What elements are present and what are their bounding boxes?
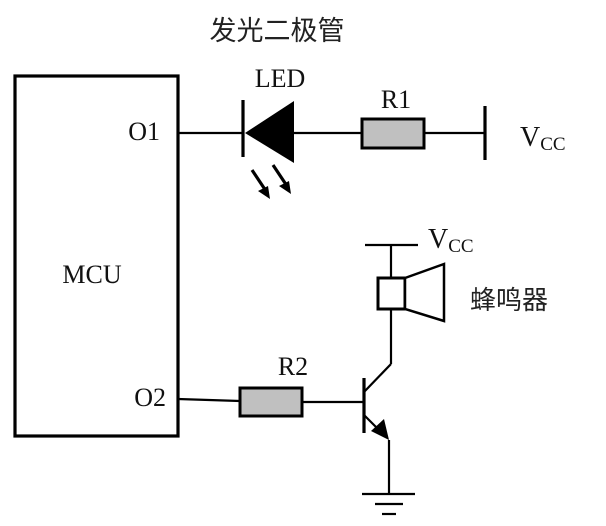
buzzer-label: 蜂鸣器 <box>470 286 548 316</box>
npn-transistor-symbol <box>362 363 392 440</box>
emission-arrow-1 <box>250 169 268 192</box>
pin-o2-label: O2 <box>134 383 166 412</box>
vcc-main-2: V <box>428 224 448 255</box>
transistor-emitter-arrow <box>371 419 389 440</box>
resistor-r2 <box>238 386 304 418</box>
emission-arrowhead-2 <box>279 181 291 194</box>
resistor-r2-label: R2 <box>278 352 308 381</box>
led-anode-triangle <box>245 101 294 163</box>
vcc-sub-1: CC <box>540 134 565 155</box>
vcc-main-1: V <box>520 122 540 153</box>
buzzer-horn <box>403 262 446 323</box>
led-diode-symbol <box>241 100 294 163</box>
buzzer-body <box>376 276 407 311</box>
emission-arrow-2 <box>271 164 289 187</box>
light-emission-arrows-icon <box>250 164 291 199</box>
emission-arrowhead-1 <box>258 186 270 199</box>
vcc-label-2: VCC <box>428 224 474 257</box>
resistor-r1-label: R1 <box>381 85 411 114</box>
title-led-label: 发光二极管 <box>210 16 345 47</box>
mcu-block <box>13 74 180 438</box>
vcc-label-1: VCC <box>520 122 566 155</box>
wire-o2-r2 <box>177 397 241 403</box>
ground-icon <box>362 492 415 516</box>
vcc-sub-2: CC <box>448 236 473 257</box>
led-label: LED <box>255 64 306 93</box>
pin-o1-label: O1 <box>128 117 160 146</box>
mcu-label: MCU <box>62 260 121 289</box>
transistor-collector <box>363 363 392 393</box>
buzzer-speaker-icon <box>376 262 446 323</box>
resistor-r1 <box>360 117 426 150</box>
